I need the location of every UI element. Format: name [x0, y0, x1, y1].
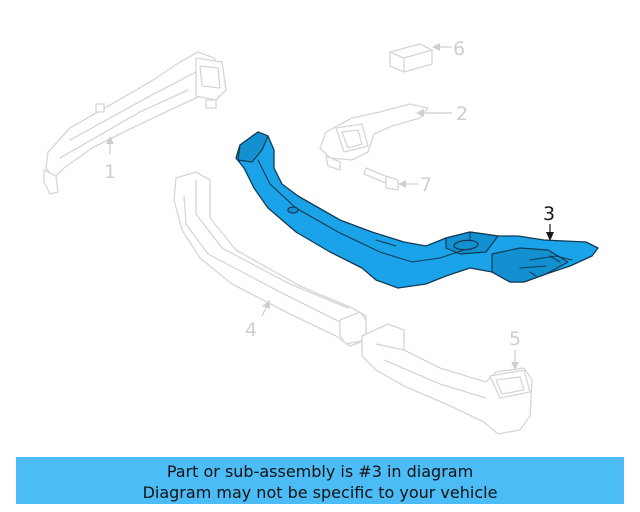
callout-4: 4: [245, 300, 270, 341]
part-6-clip: [389, 43, 433, 73]
callout-1: 1: [104, 136, 116, 183]
part-2-vent: [319, 103, 429, 171]
svg-text:1: 1: [104, 161, 116, 183]
info-banner: Part or sub-assembly is #3 in diagram Di…: [16, 457, 624, 504]
part-5-duct: [361, 323, 533, 435]
svg-text:2: 2: [456, 103, 468, 125]
callout-7: 7: [398, 174, 432, 196]
callout-6: 6: [432, 38, 465, 60]
callout-5: 5: [509, 328, 521, 370]
callout-2: 2: [416, 103, 468, 125]
svg-text:5: 5: [509, 328, 521, 350]
callout-3: 3: [543, 203, 555, 241]
part-1-duct: [43, 51, 227, 195]
svg-text:7: 7: [420, 174, 432, 196]
svg-text:6: 6: [453, 38, 465, 60]
svg-text:3: 3: [543, 203, 555, 225]
banner-line-disclaimer: Diagram may not be specific to your vehi…: [142, 482, 498, 502]
part-3-duct: [235, 131, 599, 289]
banner-line-part: Part or sub-assembly is #3 in diagram: [166, 461, 474, 481]
part-7-bolt: [363, 167, 399, 191]
svg-text:4: 4: [245, 319, 257, 341]
